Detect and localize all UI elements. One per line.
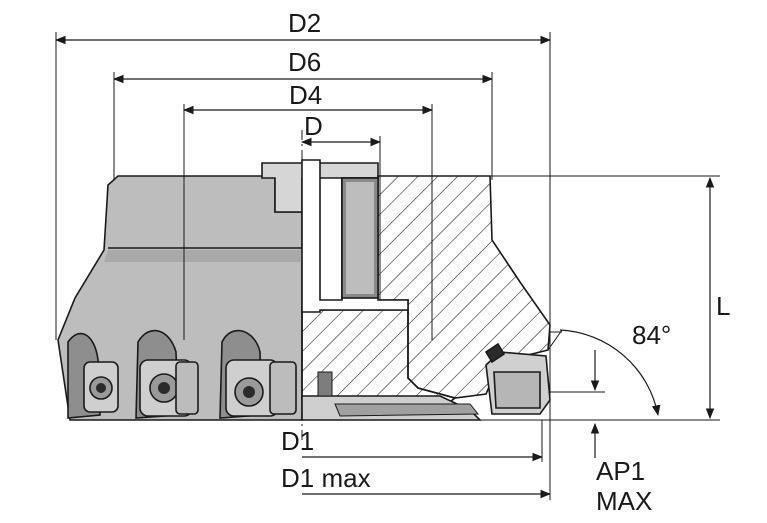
extension-lines [55, 32, 720, 500]
d1-label: D1 [281, 426, 314, 456]
l-label: L [716, 291, 730, 321]
d-label: D [304, 111, 323, 141]
insert-right [484, 342, 551, 415]
insert-pocket-1 [67, 332, 119, 419]
ap1-label: AP1 [596, 456, 645, 486]
cross-section [301, 159, 551, 421]
d2-label: D2 [288, 8, 321, 38]
d4-label: D4 [289, 80, 322, 110]
d1-max-label: D1 max [281, 463, 371, 493]
insert-pocket-2 [135, 329, 199, 419]
dimension-lines [54, 35, 715, 499]
d6-label: D6 [288, 47, 321, 77]
insert-pocket-3 [219, 329, 297, 419]
ap1-max-label: MAX [596, 486, 652, 516]
angle-label: 84° [632, 320, 671, 350]
